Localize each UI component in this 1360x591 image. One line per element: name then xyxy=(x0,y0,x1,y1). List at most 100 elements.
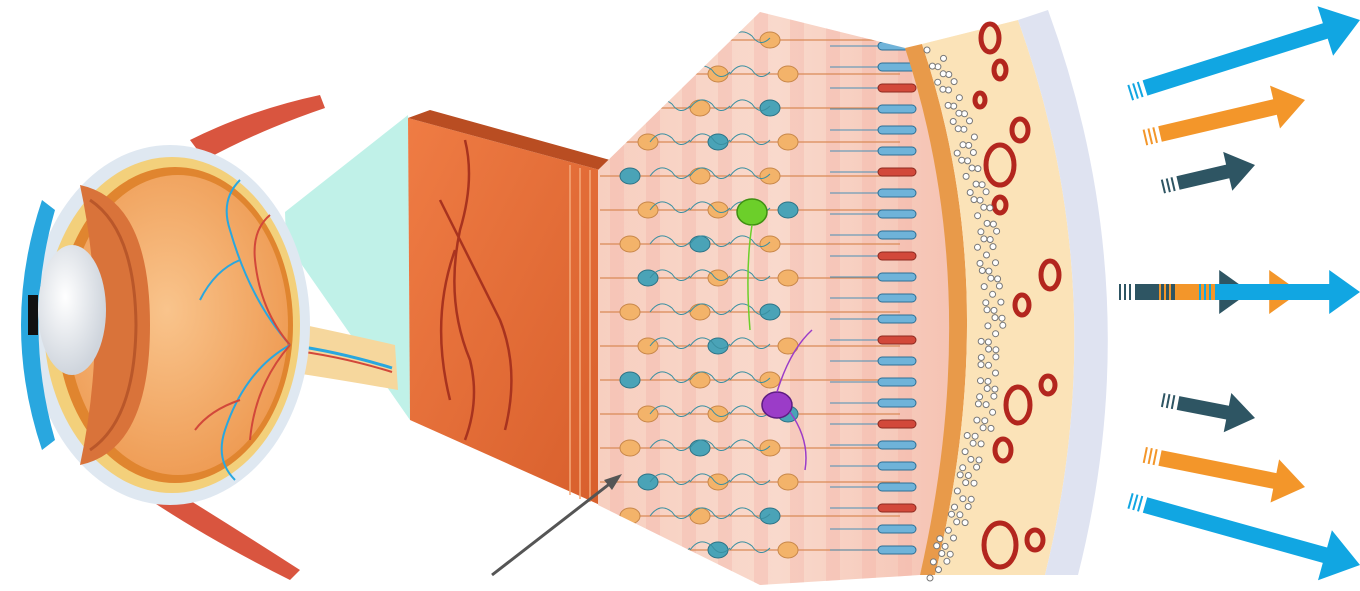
membrane-dot xyxy=(993,370,999,376)
membrane-dot xyxy=(978,378,984,384)
membrane-dot xyxy=(964,433,970,439)
cone-cell xyxy=(878,315,916,323)
dendrite xyxy=(690,32,730,43)
ganglion-neuron xyxy=(778,134,798,150)
arrow-tail-stripe xyxy=(1167,179,1170,193)
membrane-dot xyxy=(996,283,1002,289)
membrane-dot xyxy=(952,504,958,510)
membrane-dot xyxy=(986,362,992,368)
top-muscle xyxy=(190,95,325,160)
membrane-dot xyxy=(941,55,947,61)
light-arrow-top-orange xyxy=(1144,86,1305,146)
dendrite xyxy=(650,66,690,77)
arrow-body xyxy=(1215,270,1360,314)
rod-cell xyxy=(878,252,916,260)
membrane-dot xyxy=(959,157,965,163)
membrane-dot xyxy=(982,418,988,424)
membrane-dot xyxy=(972,433,978,439)
membrane-dot xyxy=(962,520,968,526)
membrane-dot xyxy=(968,496,974,502)
membrane-dot xyxy=(991,307,997,313)
membrane-dot xyxy=(984,252,990,258)
ganglion-neuron xyxy=(760,32,780,48)
ganglion-neuron xyxy=(620,304,640,320)
ganglion-neuron xyxy=(620,508,640,524)
membrane-dot xyxy=(946,72,952,78)
membrane-dot xyxy=(970,150,976,156)
membrane-dot xyxy=(924,47,930,53)
membrane-dot xyxy=(998,299,1004,305)
arrow-tail-stripe xyxy=(1162,180,1165,194)
membrane-dot xyxy=(936,567,942,573)
rod-cell xyxy=(878,504,916,512)
membrane-dot xyxy=(939,551,945,557)
arrow-tail-stripe xyxy=(1144,130,1148,146)
arrow-body xyxy=(1177,393,1255,432)
green-highlight-neuron xyxy=(737,199,767,225)
membrane-dot xyxy=(984,220,990,226)
retina-section xyxy=(598,0,958,591)
membrane-dot xyxy=(986,346,992,352)
membrane-dot xyxy=(969,165,975,171)
membrane-dot xyxy=(927,575,933,581)
cone-cell xyxy=(878,483,916,491)
membrane-dot xyxy=(994,228,1000,234)
cone-cell xyxy=(878,231,916,239)
arrow-tail-stripe xyxy=(1128,85,1133,100)
light-arrow-top-navy xyxy=(1162,152,1255,193)
membrane-dot xyxy=(971,134,977,140)
membrane-dot xyxy=(984,386,990,392)
membrane-dot xyxy=(946,87,952,93)
membrane-dot xyxy=(978,362,984,368)
arrow-tail-stripe xyxy=(1138,82,1143,97)
membrane-dot xyxy=(983,402,989,408)
retina-stripe xyxy=(790,0,804,591)
membrane-dot xyxy=(974,417,980,423)
membrane-dot xyxy=(937,536,943,542)
membrane-dot xyxy=(956,110,962,116)
tissue-block-face xyxy=(408,118,600,505)
membrane-dot xyxy=(951,103,957,109)
light-arrow-bottom-blue xyxy=(1128,493,1360,580)
membrane-dot xyxy=(947,551,953,557)
rod-cell xyxy=(878,84,916,92)
bipolar-neuron xyxy=(690,440,710,456)
membrane-dot xyxy=(960,496,966,502)
membrane-dot xyxy=(975,244,981,250)
arrow-tail-stripe xyxy=(1133,83,1138,98)
arrow-tail-stripe xyxy=(1148,129,1152,145)
ganglion-neuron xyxy=(690,100,710,116)
ganglion-neuron xyxy=(690,508,710,524)
bipolar-neuron xyxy=(760,100,780,116)
bipolar-neuron xyxy=(760,508,780,524)
membrane-dot xyxy=(983,300,989,306)
arrow-body xyxy=(1143,497,1360,580)
membrane-dot xyxy=(990,244,996,250)
retina-stripe xyxy=(862,0,876,591)
lens xyxy=(38,245,106,375)
membrane-dot xyxy=(990,291,996,297)
ganglion-neuron xyxy=(760,168,780,184)
membrane-dot xyxy=(944,558,950,564)
ganglion-neuron xyxy=(760,440,780,456)
bipolar-neuron xyxy=(690,236,710,252)
ganglion-neuron xyxy=(708,474,728,490)
cone-cell xyxy=(878,126,916,134)
arrow-tail-stripe xyxy=(1138,496,1142,511)
membrane-dot xyxy=(962,449,968,455)
membrane-dot xyxy=(993,347,999,353)
membrane-dot xyxy=(967,190,973,196)
cone-cell xyxy=(878,399,916,407)
membrane-dot xyxy=(935,79,941,85)
membrane-dot xyxy=(975,166,981,172)
ganglion-neuron xyxy=(620,236,640,252)
membrane-dot xyxy=(942,543,948,549)
ganglion-neuron xyxy=(760,236,780,252)
membrane-dot xyxy=(960,142,966,148)
membrane-dot xyxy=(950,119,956,125)
rod-cell xyxy=(878,168,916,176)
membrane-dot xyxy=(988,425,994,431)
cone-cell xyxy=(878,378,916,386)
ganglion-neuron xyxy=(620,32,640,48)
